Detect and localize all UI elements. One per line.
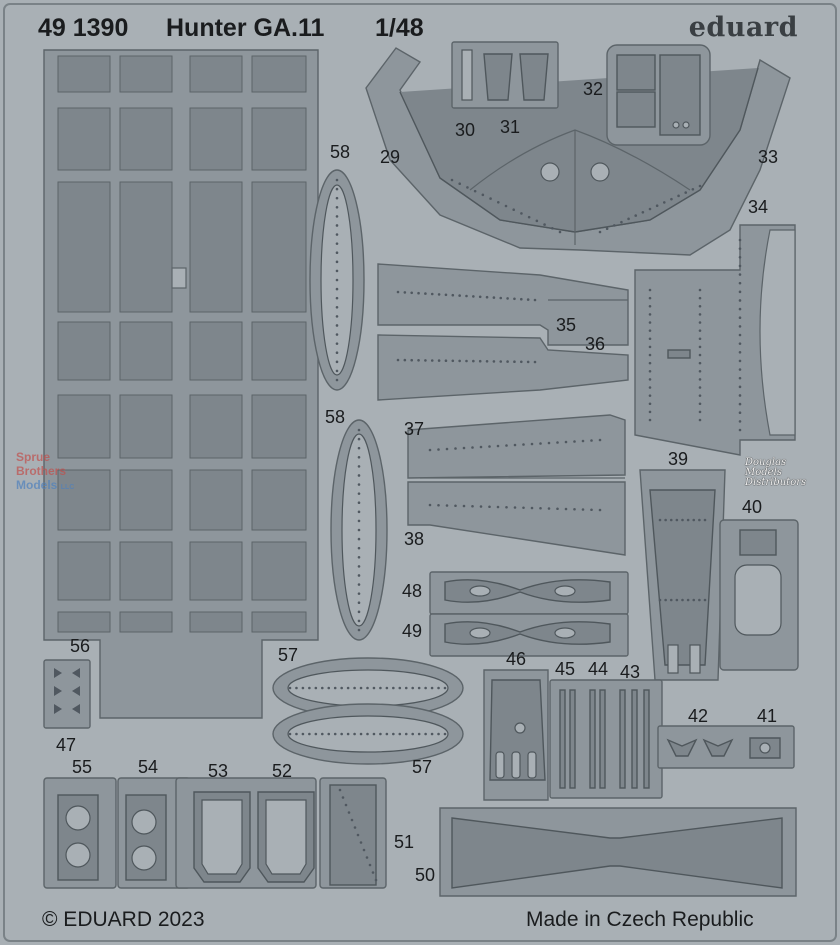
rivet-details	[288, 178, 742, 882]
label-part-58-bottom: 58	[325, 407, 346, 427]
label-part-39: 39	[668, 449, 689, 469]
copyright-text: © EDUARD 2023	[42, 908, 205, 931]
label-part-29: 29	[380, 147, 401, 167]
part-35-36	[377, 263, 629, 401]
watermark-line-3-suffix: LLC	[60, 484, 75, 491]
part-56-47	[43, 659, 91, 729]
label-part-44: 44	[588, 659, 609, 679]
part-30-31	[451, 41, 559, 109]
label-part-34: 34	[748, 197, 769, 217]
label-part-41: 41	[757, 706, 778, 726]
label-part-30: 30	[455, 120, 476, 140]
brand-logo: eduard	[688, 12, 798, 43]
label-part-45: 45	[555, 659, 576, 679]
part-48-49	[429, 571, 629, 657]
fret-frame	[3, 3, 837, 942]
scale-label: 1/48	[375, 14, 424, 42]
watermark-logo: Sprue Brothers Models LLC	[16, 450, 74, 495]
watermark-line-2: Brothers	[16, 464, 67, 478]
label-part-55: 55	[72, 757, 93, 777]
distributor-line-1: Douglas	[745, 457, 787, 468]
part-57-ovals	[272, 657, 464, 765]
part-43-45-rods	[549, 679, 663, 799]
label-part-58-top: 58	[330, 142, 351, 162]
part-50	[439, 807, 797, 897]
part-40	[719, 519, 799, 671]
label-part-38: 38	[404, 529, 425, 549]
part-34	[634, 224, 796, 456]
label-part-53: 53	[208, 761, 229, 781]
origin-text: Made in Czech Republic	[526, 908, 754, 931]
part-46	[483, 669, 549, 801]
label-part-32: 32	[583, 79, 604, 99]
label-part-31: 31	[500, 117, 521, 137]
part-41-42	[657, 725, 795, 769]
distributor-line-2: Models	[745, 467, 782, 478]
part-39	[639, 469, 726, 681]
watermark-line-3: Models	[16, 478, 58, 492]
label-part-37: 37	[404, 419, 425, 439]
label-part-36: 36	[585, 334, 606, 354]
label-part-54: 54	[138, 757, 159, 777]
part-32	[606, 44, 711, 146]
part-37-38	[407, 414, 626, 556]
distributor-line-3: Distributors	[745, 477, 807, 488]
label-part-42: 42	[688, 706, 709, 726]
large-grid-panel	[43, 49, 319, 719]
label-part-46: 46	[506, 649, 527, 669]
part-58-ovals	[309, 169, 388, 641]
label-part-57-top: 57	[278, 645, 299, 665]
label-part-51: 51	[394, 832, 415, 852]
label-part-43: 43	[620, 662, 641, 682]
label-part-35: 35	[556, 315, 577, 335]
distributor-watermark: Douglas Models Distributors	[745, 458, 806, 488]
label-part-56: 56	[70, 636, 91, 656]
label-part-33: 33	[758, 147, 779, 167]
part-29-33-panel	[365, 47, 791, 256]
label-part-40: 40	[742, 497, 763, 517]
label-part-50: 50	[415, 865, 436, 885]
bottom-row-parts	[43, 777, 387, 889]
label-part-49: 49	[402, 621, 423, 641]
watermark-line-1: Sprue	[16, 450, 51, 464]
label-part-47: 47	[56, 735, 77, 755]
kit-name: Hunter GA.11	[166, 14, 325, 42]
product-code: 49 1390	[38, 14, 129, 42]
label-part-48: 48	[402, 581, 423, 601]
label-part-52: 52	[272, 761, 293, 781]
label-part-57-bottom: 57	[412, 757, 433, 777]
